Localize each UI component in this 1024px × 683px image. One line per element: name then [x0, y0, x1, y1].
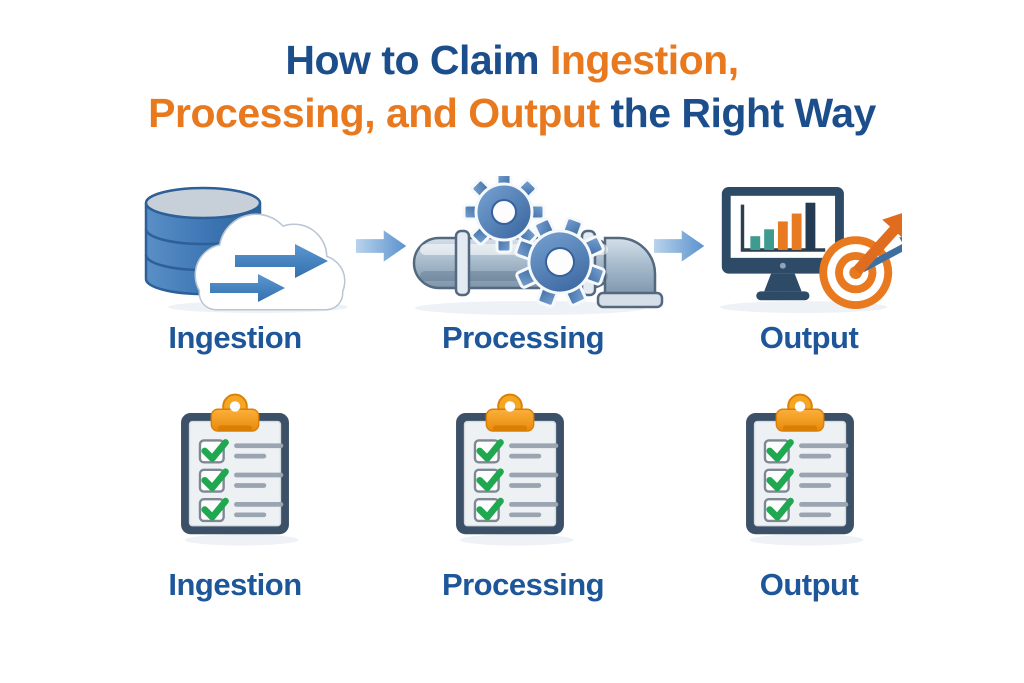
- check-icon: [766, 497, 794, 521]
- check-icon: [201, 468, 229, 492]
- title-part-1: How to Claim: [285, 37, 540, 83]
- clipboard-checklist-icon: [181, 393, 299, 546]
- page-title: How to Claim Ingestion, Processing, and …: [0, 34, 1024, 140]
- arrow-right-icon: [654, 230, 705, 262]
- dart-arrow-icon: [861, 237, 902, 272]
- transfer-arrows-icon: [210, 244, 328, 302]
- checklist-row: [198, 468, 284, 493]
- icon-shadow: [415, 301, 645, 315]
- bar-chart-icon: [750, 202, 816, 250]
- checklist-label-ingestion: Ingestion: [168, 567, 302, 602]
- title-line-2: Processing, and Output the Right Way: [0, 87, 1024, 140]
- checklist-row: [198, 439, 284, 464]
- stage-label-ingestion: Ingestion: [168, 320, 302, 355]
- check-icon: [766, 439, 794, 462]
- stage-label-processing: Processing: [441, 320, 605, 355]
- clipboard-clip-icon: [210, 393, 260, 432]
- checklist-row: [473, 439, 559, 464]
- clipboard-checklist-icon: [746, 393, 864, 546]
- target-icon: [819, 209, 902, 310]
- checklist-row: [198, 497, 284, 523]
- chart-axis: [740, 204, 826, 252]
- checklist-rows: [198, 439, 284, 523]
- gear-icon-large: [514, 216, 606, 308]
- monitor-stand: [764, 273, 802, 292]
- check-icon: [201, 497, 229, 521]
- clipboard-checklist-icon: [456, 393, 574, 546]
- checklist-label-output: Output: [759, 567, 859, 602]
- title-line-1: How to Claim Ingestion,: [0, 34, 1024, 87]
- checklist-rows: [763, 439, 849, 523]
- checklist-row: [763, 497, 849, 523]
- arrow-right-icon: [356, 230, 407, 262]
- clipboard-clip-icon: [485, 393, 535, 432]
- cloud-icon: [194, 213, 346, 311]
- pipe-flange-left: [454, 229, 471, 297]
- title-part-4: the Right Way: [610, 90, 877, 136]
- gear-icon-small: [462, 176, 546, 254]
- checklist-rows: [473, 439, 559, 523]
- checklist-row: [763, 468, 849, 493]
- checklist-row: [473, 497, 559, 523]
- database-cloud-transfer-icon: [144, 186, 348, 313]
- checklist-row: [473, 468, 559, 493]
- stage-label-output: Output: [759, 320, 859, 355]
- title-part-3: Processing, and Output: [148, 90, 600, 136]
- title-part-2: Ingestion,: [549, 37, 739, 83]
- check-icon: [766, 468, 794, 492]
- monitor-icon: [721, 186, 844, 301]
- check-icon: [476, 497, 504, 521]
- check-icon: [476, 468, 504, 492]
- monitor-chart-target-icon: [719, 186, 902, 313]
- check-icon: [476, 439, 504, 462]
- growth-arrow-icon: [853, 209, 902, 275]
- clipboard-clip-icon: [775, 393, 825, 432]
- check-icon: [201, 439, 229, 462]
- checklist-row: [763, 439, 849, 464]
- pipeline-gears-icon: [412, 176, 664, 315]
- checklist-label-processing: Processing: [441, 567, 605, 602]
